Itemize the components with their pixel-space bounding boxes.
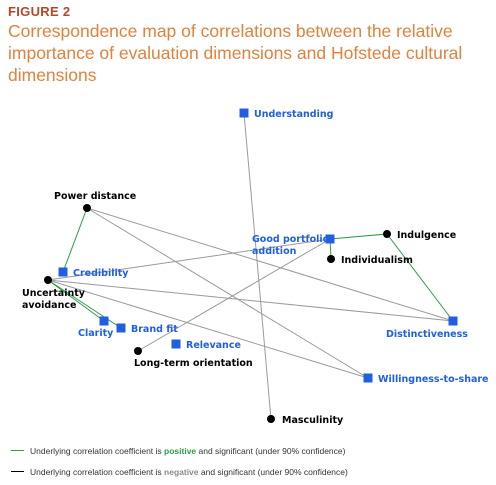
link-uncertainty-distinctiveness	[47, 279, 454, 322]
willingness-label: Willingness-to-share	[378, 374, 489, 385]
power-distance-label: Power distance	[54, 191, 136, 202]
link-long-term-good-portfolio	[137, 238, 331, 352]
relevance-label: Relevance	[186, 340, 241, 351]
legend-negative-word: negative	[164, 466, 199, 477]
understanding-label: Understanding	[254, 109, 333, 120]
understanding-marker	[239, 108, 249, 118]
legend-positive-pre: Underlying correlation coefficient is	[30, 445, 165, 456]
legend-positive-word: positive	[164, 445, 197, 456]
legend-negative-post: and significant (under 90% confidence)	[198, 466, 348, 477]
legend-positive-swatch	[11, 450, 24, 451]
legend-positive: Underlying correlation coefficient is po…	[8, 440, 488, 461]
clarity-marker	[99, 316, 109, 326]
link-power-distance-distinctiveness	[86, 207, 454, 322]
legend-negative-pre: Underlying correlation coefficient is	[30, 466, 165, 477]
clarity-label: Clarity	[78, 328, 114, 339]
link-masculinity-understanding	[243, 112, 272, 420]
correlation-lines	[47, 112, 454, 420]
legend-negative: Underlying correlation coefficient is ne…	[8, 461, 488, 482]
power-distance-marker	[83, 204, 91, 212]
link-power-distance-willingness	[86, 207, 369, 379]
relevance-marker	[171, 339, 181, 349]
masculinity-label: Masculinity	[282, 415, 344, 426]
indulgence-label: Indulgence	[397, 230, 456, 241]
long-term-label: Long-term orientation	[134, 358, 253, 369]
legend-negative-swatch	[11, 471, 24, 472]
uncertainty-marker	[44, 276, 52, 284]
individualism-marker	[327, 255, 335, 263]
credibility-marker	[58, 267, 68, 277]
link-power-distance-credibility	[62, 207, 88, 273]
legend-positive-post: and significant (under 90% confidence)	[196, 445, 346, 456]
legend-positive-text: Underlying correlation coefficient is po…	[30, 446, 345, 456]
brand-fit-marker	[116, 323, 126, 333]
brand-fit-label: Brand fit	[131, 324, 178, 335]
good-portfolio-marker	[325, 234, 335, 244]
link-indulgence-good-portfolio	[329, 233, 388, 240]
legend: Underlying correlation coefficient is po…	[8, 440, 488, 482]
link-uncertainty-clarity	[47, 279, 105, 322]
figure-title: Correspondence map of correlations betwe…	[8, 21, 463, 85]
link-uncertainty-brand-fit	[47, 279, 122, 329]
link-indulgence-distinctiveness	[386, 233, 454, 322]
masculinity-marker	[267, 415, 275, 423]
link-uncertainty-good-portfolio	[47, 238, 331, 281]
legend-negative-text: Underlying correlation coefficient is ne…	[30, 467, 348, 477]
dimension-markers	[44, 108, 458, 423]
indulgence-marker	[383, 230, 391, 238]
credibility-label: Credibility	[73, 268, 129, 279]
figure-label: FIGURE 2	[8, 4, 71, 19]
long-term-marker	[134, 347, 142, 355]
link-uncertainty-willingness	[47, 279, 369, 379]
individualism-label: Individualism	[341, 255, 413, 266]
distinctiveness-label: Distinctiveness	[386, 329, 468, 340]
willingness-marker	[363, 373, 373, 383]
distinctiveness-marker	[448, 316, 458, 326]
